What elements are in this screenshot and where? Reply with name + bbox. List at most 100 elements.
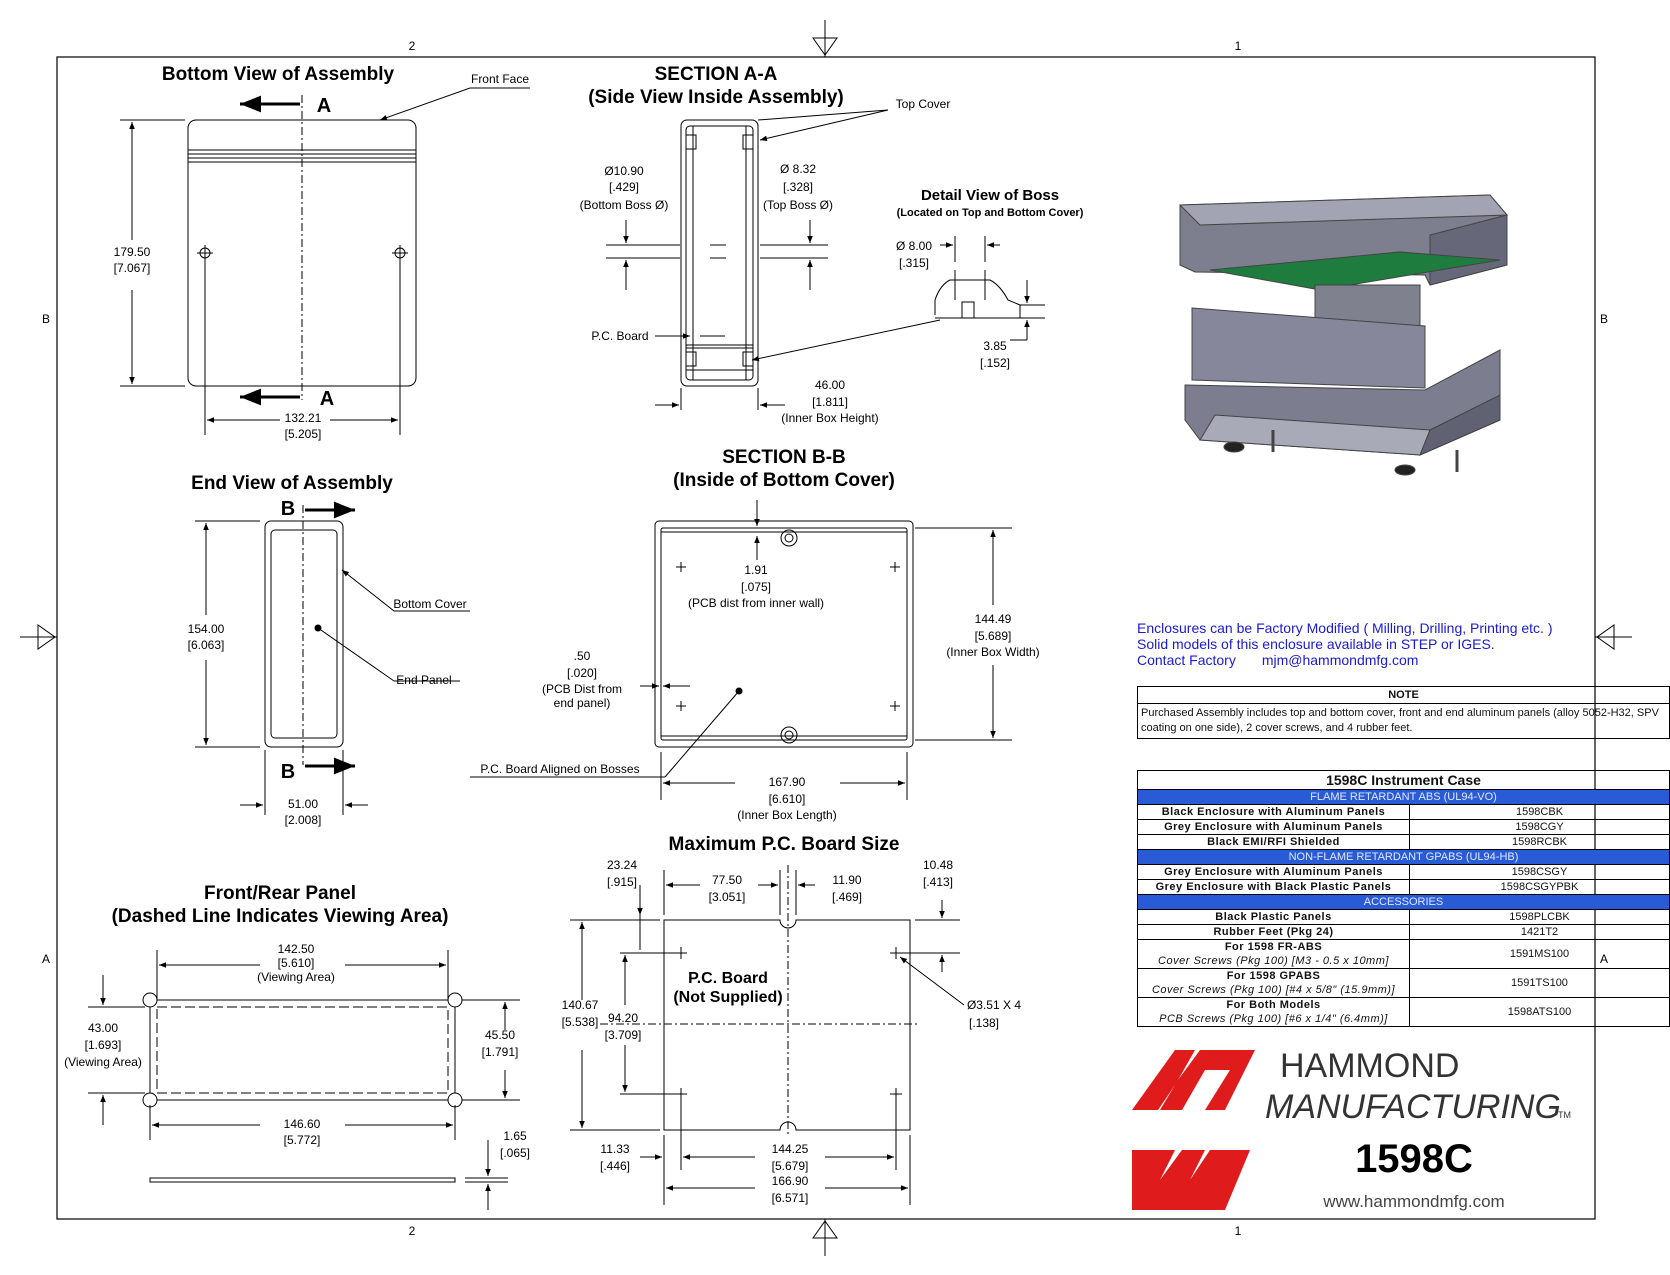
dim-pcb-end-in: [.020] [567,666,597,680]
detail-boss-title: Detail View of Boss [921,187,1059,204]
dim-inner-width-in: [5.689] [975,629,1012,643]
pcb-size-view [570,865,965,1205]
dim-pcb-d: 10.48 [923,858,953,872]
front-panel-view [88,950,520,1210]
part-number: 1598CSGY [1409,864,1670,880]
note-text: Purchased Assembly includes top and bott… [1137,703,1670,739]
parts-table: 1598C Instrument Case FLAME RETARDANT AB… [1137,770,1670,1027]
dim-panel-width: 146.60 [284,1117,321,1131]
grid-col-label: 2 [409,39,416,53]
table-row: Grey Enclosure with Black Plastic Panels… [1137,879,1670,895]
aligned-label: P.C. Board Aligned on Bosses [480,762,639,776]
dim-pcb-wall-label: (PCB dist from inner wall) [688,596,824,610]
dim-top-boss-label: (Top Boss Ø) [763,198,833,212]
grid-col-label: 1 [1235,1224,1242,1238]
parts-section-header: ACCESSORIES [1137,894,1670,910]
dim-inner-width: 144.49 [975,612,1012,626]
part-description: Grey Enclosure with Aluminum Panels [1137,864,1410,880]
info-text: Enclosures can be Factory Modified ( Mil… [1137,620,1637,668]
part-number: 1598RCBK [1409,834,1670,850]
section-aa-subtitle: (Side View Inside Assembly) [588,87,844,108]
dim-end-width-in: [2.008] [285,813,322,827]
parts-section-header: FLAME RETARDANT ABS (UL94-VO) [1137,789,1670,805]
parts-section-header: NON-FLAME RETARDANT GPABS (UL94-HB) [1137,849,1670,865]
dim-pcb-c-in: [.469] [832,890,862,904]
note-header: NOTE [1137,686,1670,704]
dim-pcb-d-in: [.413] [923,875,953,889]
part-subtext: Cover Screws (Pkg 100) [#4 x 5/8" (15.9m… [1151,984,1396,996]
table-row: For 1598 GPABS Cover Screws (Pkg 100) [#4… [1137,968,1670,998]
dim-bottom-boss-in: [.429] [609,180,639,194]
dim-hole-in: [.138] [969,1016,999,1030]
dim-panel-width-in: [5.772] [284,1133,321,1147]
company-name: HAMMOND [1280,1047,1459,1085]
part-number: 1598PLCBK [1409,909,1670,925]
dim-pcb-e-in: [.446] [600,1159,630,1173]
dim-top-boss: Ø 8.32 [780,162,816,176]
company-name: MANUFACTURING [1265,1088,1561,1126]
dim-inner-height-in: [1.811] [812,395,848,409]
top-cover-label: Top Cover [896,97,951,111]
part-name: For 1598 GPABS [1226,970,1321,982]
dim-pcb-a: 23.24 [607,858,637,872]
part-description: Black Plastic Panels [1137,909,1410,925]
part-number: 1591TS100 [1409,968,1670,998]
part-number: 1598CBK [1409,804,1670,820]
table-row: Rubber Feet (Pkg 24)1421T2 [1137,924,1670,940]
section-bb-title: SECTION B-B [722,447,846,468]
end-view [195,501,470,815]
note-table: NOTE Purchased Assembly includes top and… [1137,686,1670,739]
part-description: Black Enclosure with Aluminum Panels [1137,804,1410,820]
dim-width: 132.21 [285,411,322,425]
section-mark: A [320,388,334,410]
dim-end-width: 51.00 [288,797,318,811]
part-name: Grey Enclosure with Aluminum Panels [1164,866,1383,878]
dim-pcb-c: 11.90 [832,873,861,887]
detail-boss-subtitle: (Located on Top and Bottom Cover) [897,207,1084,219]
dim-inner-width-label: (Inner Box Width) [946,645,1039,659]
section-mark: A [317,95,331,117]
dim-inner-length: 167.90 [769,775,806,789]
grid-row-label: A [42,952,50,966]
dim-pcb-width: 166.90 [772,1174,809,1188]
section-mark: B [281,761,295,783]
grid-col-label: 2 [409,1224,416,1238]
end-panel-label: End Panel [396,673,451,687]
section-mark: B [281,498,295,520]
section-bb-subtitle: (Inside of Bottom Cover) [673,470,895,491]
dim-view-width-in: [5.610] [278,956,315,970]
email-link[interactable]: mjm@hammondmfg.com [1261,652,1419,668]
section-bb-view [470,500,1012,800]
part-number: 1598CSGYPBK [1409,879,1670,895]
dim-pcb-b: 77.50 [712,873,742,887]
panel-subtitle: (Dashed Line Indicates Viewing Area) [112,906,449,927]
dim-inner-height: 46.00 [815,378,845,392]
pcb-label: P.C. Board [688,970,768,987]
pcb-label: (Not Supplied) [673,989,782,1006]
part-description: Rubber Feet (Pkg 24) [1137,924,1410,940]
trademark: TM [1558,1110,1571,1120]
part-subtext: PCB Screws (Pkg 100) [#6 x 1/4" (6.4mm)] [1159,1013,1388,1025]
dim-bottom-boss-label: (Bottom Boss Ø) [580,198,669,212]
dim-hole-v-in: [3.709] [605,1028,642,1042]
part-name: Grey Enclosure with Black Plastic Panels [1155,881,1392,893]
model-number: 1598C [1355,1137,1473,1181]
dim-boss-depth: 3.85 [983,339,1007,353]
part-description: Grey Enclosure with Black Plastic Panels [1137,879,1410,895]
sheet-border [56,56,1596,1220]
part-number: 1598CGY [1409,819,1670,835]
part-description: For 1598 GPABS Cover Screws (Pkg 100) [#4… [1137,968,1410,998]
dim-pcb-width-in: [6.571] [772,1191,809,1205]
dim-panel-thickness: 1.65 [503,1129,527,1143]
contact-label: Contact Factory [1137,652,1236,668]
dim-view-height: 43.00 [88,1021,118,1035]
dim-view-height-label: (Viewing Area) [64,1055,142,1069]
